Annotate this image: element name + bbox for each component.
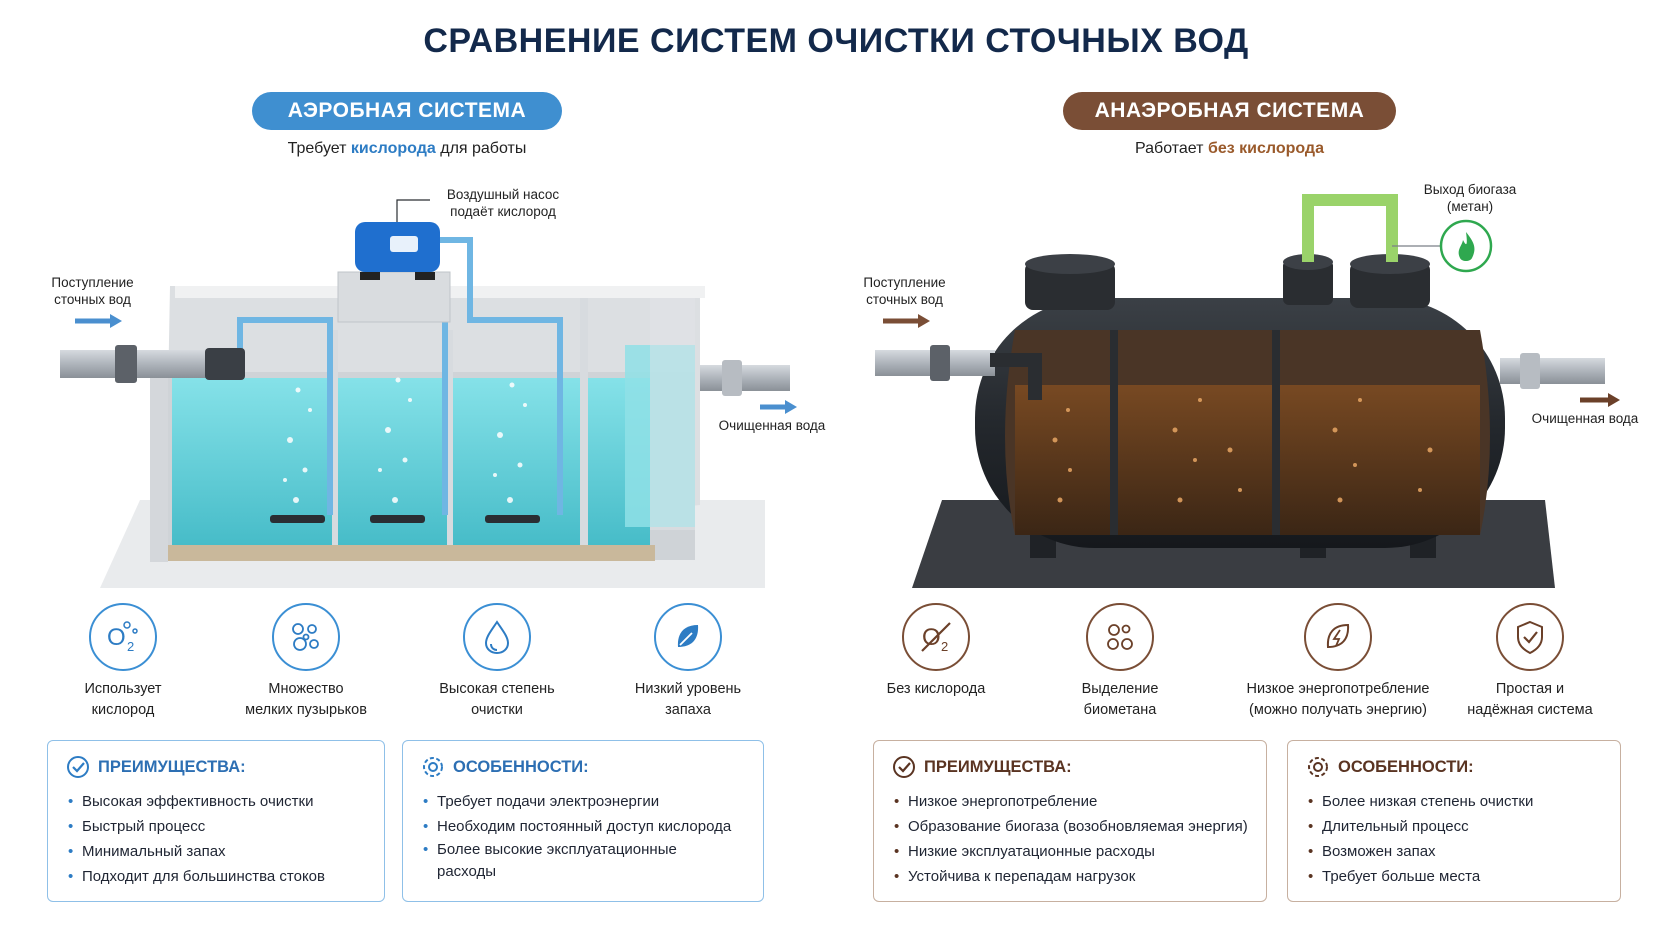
list-item: Подходит для большинства стоков xyxy=(66,864,366,889)
anaerobic-features-title: ОСОБЕННОСТИ: xyxy=(1338,757,1474,776)
list-item: Образование биогаза (возобновляемая энер… xyxy=(892,814,1248,839)
svg-text:2: 2 xyxy=(127,639,134,654)
anaerobic-gas-bubbles xyxy=(1052,398,1433,503)
biomethane-icon xyxy=(1086,603,1154,671)
list-item: Высокая эффективность очистки xyxy=(66,789,366,814)
list-item: Более высокие эксплуатационные расходы xyxy=(421,839,691,883)
anaerobic-subtitle: Работает без кислорода xyxy=(1135,140,1324,157)
list-item: Требует больше места xyxy=(1306,864,1602,889)
list-item: Более низкая степень очистки xyxy=(1306,789,1602,814)
shield-check-icon xyxy=(1496,603,1564,671)
anaerobic-advantages-panel: ПРЕИМУЩЕСТВА: Низкое энергопотребление О… xyxy=(873,740,1267,902)
bubbles-icon xyxy=(272,603,340,671)
list-item: Минимальный запах xyxy=(66,839,366,864)
list-item: Возможен запах xyxy=(1306,839,1602,864)
list-item: Требует подачи электроэнергии xyxy=(421,789,745,814)
biogas-outlet-note: Выход биогаза(метан) xyxy=(1423,182,1517,214)
anaerobic-advantages-title: ПРЕИМУЩЕСТВА: xyxy=(924,757,1072,776)
list-item: Необходим постоянный доступ кислорода xyxy=(421,814,745,839)
gear-icon xyxy=(423,757,443,777)
aerobic-advantages-panel: ПРЕИМУЩЕСТВА: Высокая эффективность очис… xyxy=(47,740,385,902)
water-drop-icon xyxy=(463,603,531,671)
anaerobic-feature-low-energy: Низкое энергопотребление(можно получать … xyxy=(1238,603,1438,721)
biogas-pipe xyxy=(1302,194,1398,262)
svg-text:O: O xyxy=(107,624,126,651)
list-item: Устойчива к перепадам нагрузок xyxy=(892,864,1248,889)
aerobic-system-badge: АЭРОБНАЯ СИСТЕМА xyxy=(252,92,562,130)
svg-text:O: O xyxy=(922,624,941,651)
gear-icon xyxy=(1308,757,1328,777)
aerobic-outflow-note: Очищенная вода xyxy=(718,418,826,433)
list-item: Быстрый процесс xyxy=(66,814,366,839)
page-title: СРАВНЕНИЕ СИСТЕМ ОЧИСТКИ СТОЧНЫХ ВОД xyxy=(423,22,1249,60)
aerobic-advantages-title: ПРЕИМУЩЕСТВА: xyxy=(98,757,246,776)
list-item: Длительный процесс xyxy=(1306,814,1602,839)
aerobic-subtitle: Требует кислорода для работы xyxy=(287,140,527,157)
check-badge-icon xyxy=(893,756,915,778)
anaerobic-features-panel: ОСОБЕННОСТИ: Более низкая степень очистк… xyxy=(1287,740,1621,902)
anaerobic-system-badge: АНАЭРОБНАЯ СИСТЕМА xyxy=(1063,92,1396,130)
list-item: Низкие эксплуатационные расходы xyxy=(892,839,1248,864)
aerobic-bubbles xyxy=(283,377,527,503)
leaf-icon xyxy=(654,603,722,671)
svg-text:2: 2 xyxy=(941,639,948,654)
list-item: Низкое энергопотребление xyxy=(892,789,1248,814)
energy-leaf-icon xyxy=(1304,603,1372,671)
aerobic-features-title: ОСОБЕННОСТИ: xyxy=(453,757,589,776)
check-badge-icon xyxy=(67,756,89,778)
anaerobic-outflow-note: Очищенная вода xyxy=(1531,411,1639,426)
aerobic-features-panel: ОСОБЕННОСТИ: Требует подачи электроэнерг… xyxy=(402,740,764,902)
